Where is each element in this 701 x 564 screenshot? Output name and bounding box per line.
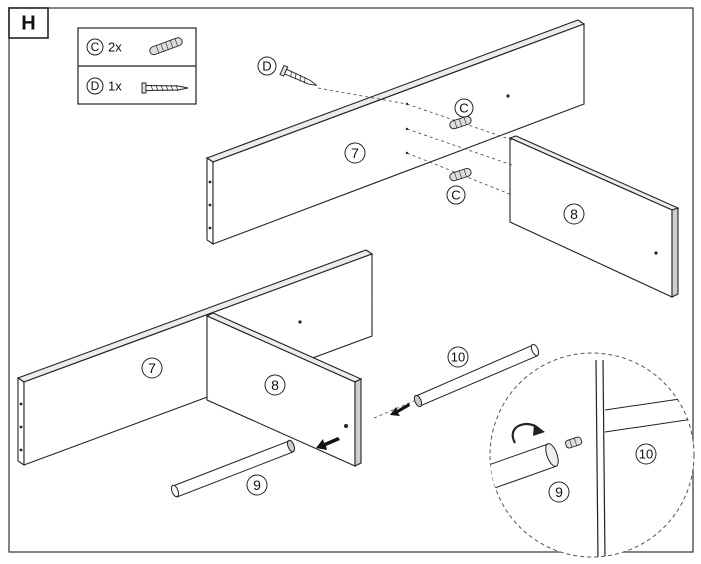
rod-9: [170, 439, 296, 498]
label-detail-rod-9: 9: [555, 484, 563, 500]
hardware-legend: C 2x D 1x: [77, 27, 197, 105]
dowel-c-upper: [449, 115, 472, 130]
legend-c-id: C: [91, 40, 100, 54]
diagram-frame: [8, 7, 694, 553]
label-panel-8-bottom: 8: [271, 377, 279, 393]
label-dowel-c-upper: C: [459, 101, 468, 116]
rod-10: [413, 343, 540, 408]
legend-d-id: D: [91, 79, 100, 93]
label-rod-10: 10: [451, 350, 465, 365]
legend-c-count: 2x: [108, 40, 122, 55]
arrow-insert-rod-10: [390, 403, 410, 416]
label-dowel-c-lower: C: [451, 188, 460, 203]
panel-7-bottom: [16, 249, 374, 467]
panel-8-top: [508, 135, 680, 298]
label-screw-d: D: [262, 59, 271, 74]
legend-row-d: D 1x: [86, 77, 189, 95]
legend-row-c: C 2x: [86, 37, 183, 56]
detail-callout: [489, 352, 695, 558]
dowel-c-lower: [449, 167, 472, 182]
legend-d-count: 1x: [108, 79, 122, 94]
step-letter: H: [21, 13, 35, 35]
screw-d: [279, 64, 317, 86]
label-panel-7-top: 7: [351, 145, 359, 161]
label-detail-rod-10: 10: [639, 447, 653, 462]
step-badge: H: [8, 7, 49, 39]
dowel-icon: [149, 37, 183, 56]
screw-icon: [141, 82, 189, 94]
panel-7-top: [205, 19, 586, 246]
arrow-insert-rod-9: [316, 437, 340, 450]
label-panel-7-bottom: 7: [148, 360, 156, 376]
label-rod-9: 9: [253, 477, 261, 493]
label-panel-8-top: 8: [570, 206, 578, 222]
